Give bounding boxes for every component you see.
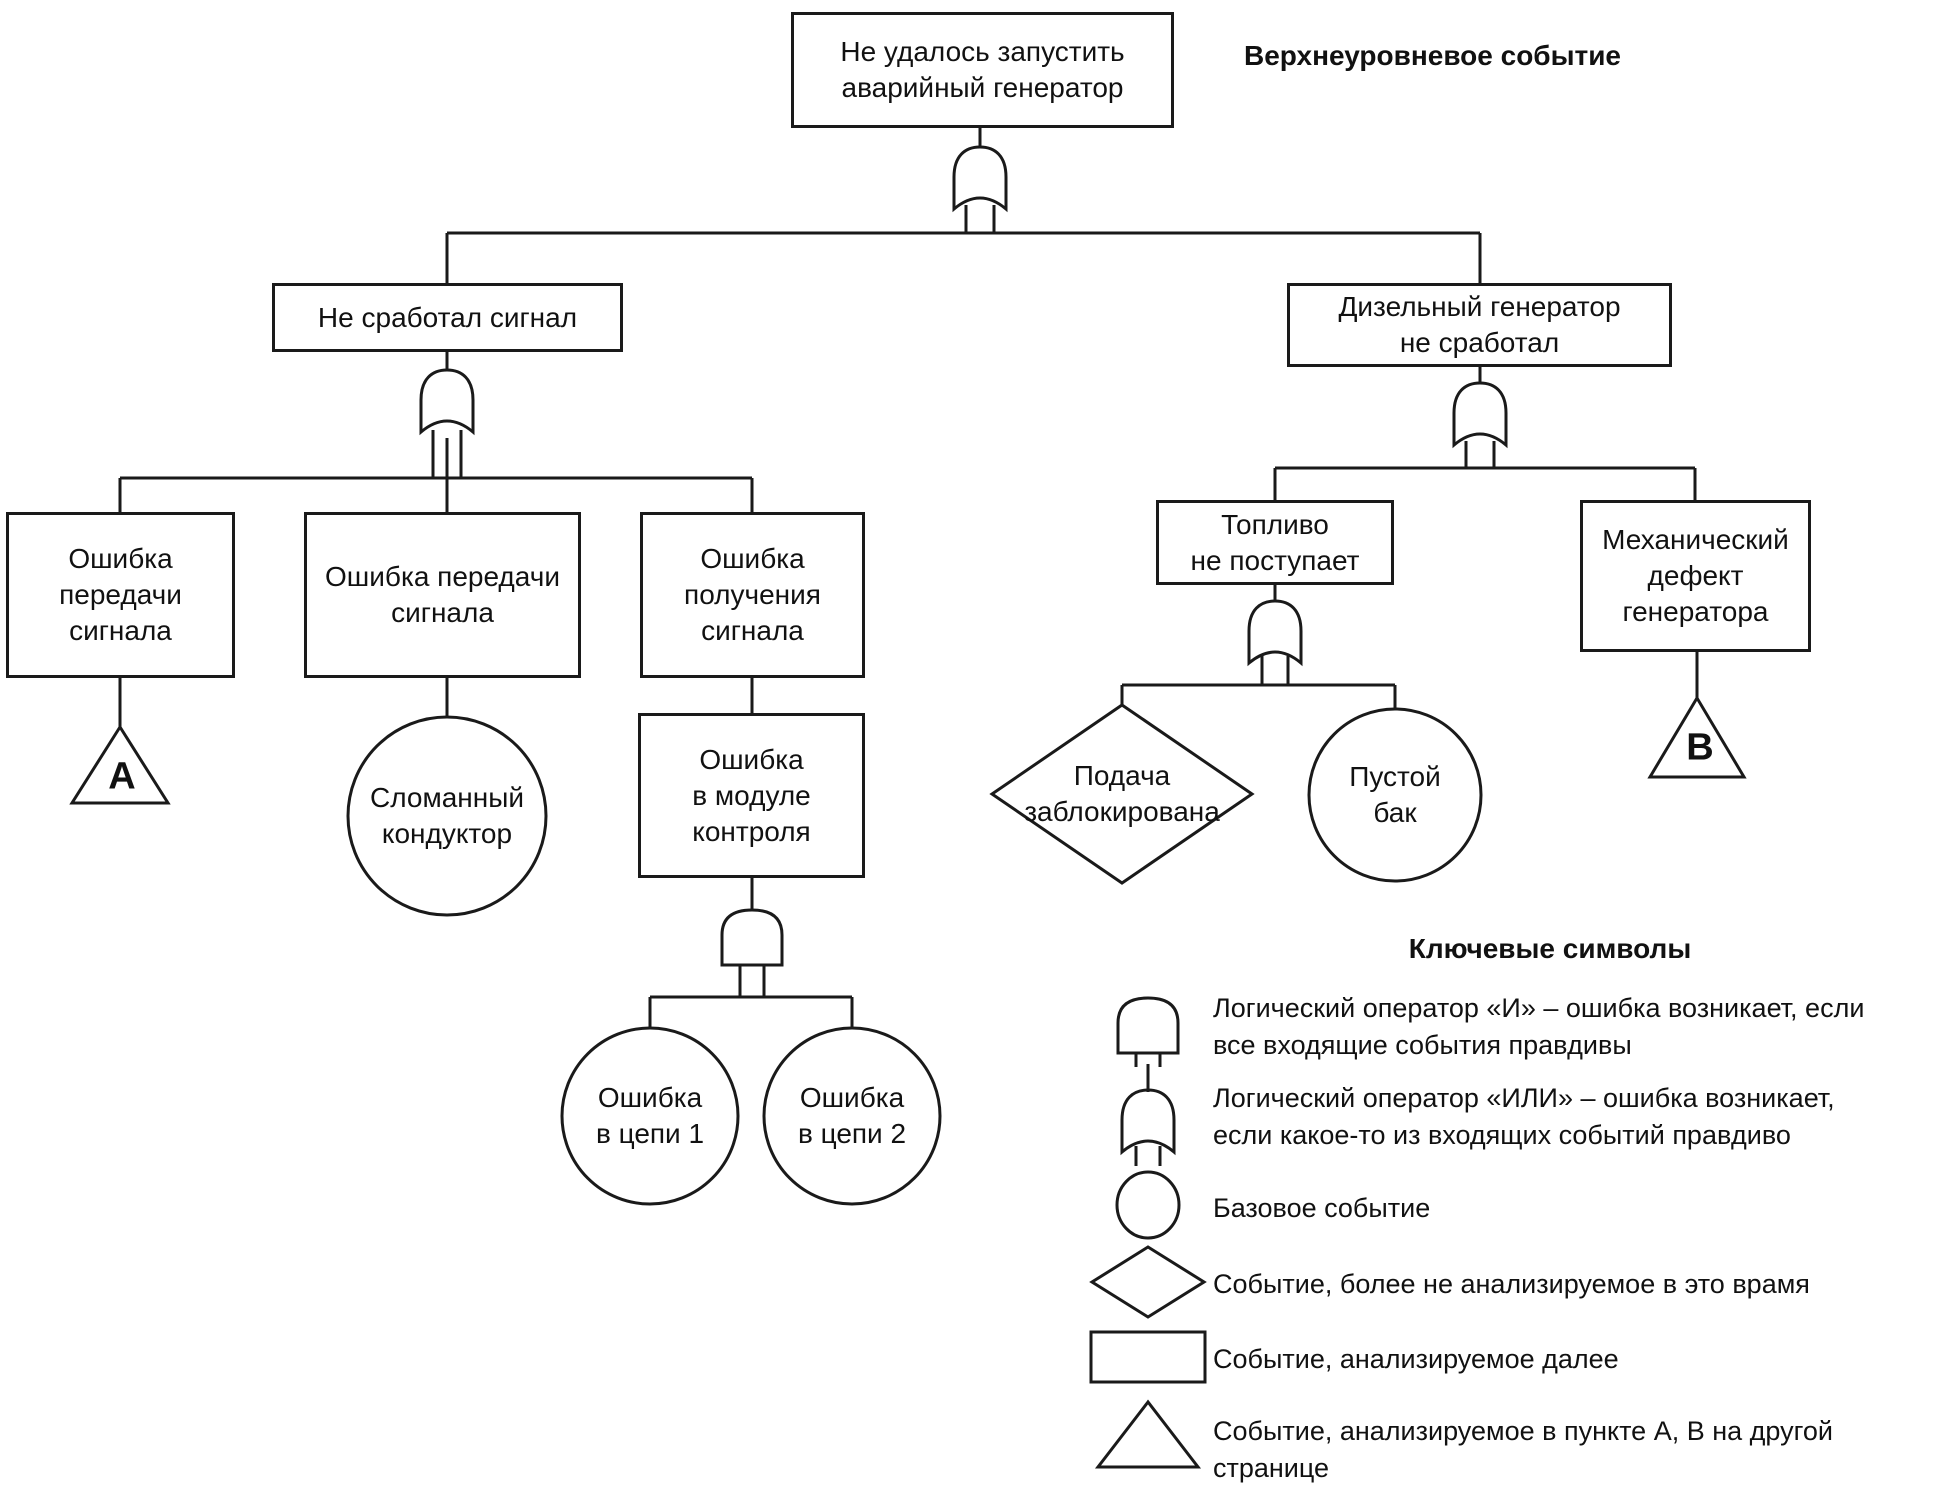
legend-item-and-text: Логический оператор «И» – ошибка возника… bbox=[1213, 993, 1865, 1060]
empty-tank-circle bbox=[1307, 707, 1483, 883]
supply-blocked-label: Подача заблокирована bbox=[1024, 760, 1220, 827]
legend-transfer-triangle bbox=[1094, 1399, 1202, 1469]
broken-conductor-circle bbox=[346, 715, 548, 917]
and-gate-shape bbox=[720, 908, 784, 967]
legend-or-gate-symbol bbox=[1120, 1064, 1176, 1166]
fuel-not-supplied-box: Топливо не поступает bbox=[1156, 500, 1394, 585]
legend-item-undeveloped-event-text: Событие, более не анализируемое в это вр… bbox=[1213, 1269, 1810, 1299]
or-gate-shape bbox=[1247, 599, 1303, 667]
mechanical-defect-box: Механический дефект генератора bbox=[1580, 500, 1811, 652]
signal-transmit-error-box-2: Ошибка передачи сигнала bbox=[304, 512, 581, 678]
circuit-2-label: Ошибка в цепи 2 bbox=[797, 1082, 907, 1149]
signal-fail-box: Не сработал сигнал bbox=[272, 283, 623, 352]
or-gate-shape bbox=[952, 145, 1008, 213]
legend-undeveloped-event-diamond bbox=[1089, 1245, 1207, 1319]
connector-lines bbox=[118, 128, 1699, 1029]
or-gate-shape bbox=[1120, 1088, 1176, 1156]
top-or-gate bbox=[952, 145, 1008, 233]
diesel-or-gate bbox=[1452, 381, 1508, 468]
empty-tank-label: Пустой бак bbox=[1349, 761, 1441, 828]
control-module-and-gate bbox=[720, 908, 784, 997]
control-module-error-box: Ошибка в модуле контроля bbox=[638, 713, 865, 878]
transfer-b-triangle bbox=[1647, 695, 1747, 779]
transfer-b-label: В bbox=[1686, 726, 1714, 769]
circuit-1-label: Ошибка в цепи 1 bbox=[595, 1082, 705, 1149]
signal-receive-error-box: Ошибка получения сигнала bbox=[640, 512, 865, 678]
legend-item-basic-event-text: Базовое событие bbox=[1213, 1193, 1431, 1223]
or-gate-shape bbox=[419, 368, 475, 436]
circuit-2-circle bbox=[762, 1026, 942, 1206]
legend-item-analyzed-event-text: Событие, анализируемое далее bbox=[1213, 1344, 1619, 1374]
legend-item-transfer-event-text: Событие, анализируемое в пункте А, В на … bbox=[1213, 1416, 1833, 1483]
and-gate-shape bbox=[1116, 996, 1180, 1055]
signal-or-gate bbox=[419, 368, 475, 478]
broken-conductor-label: Сломанный кондуктор bbox=[370, 782, 524, 849]
supply-blocked-diamond bbox=[989, 703, 1255, 885]
top-event-annotation: Верхнеуровневое событие bbox=[1244, 40, 1622, 71]
diesel-fail-box: Дизельный генератор не сработал bbox=[1287, 283, 1672, 367]
fuel-or-gate bbox=[1247, 599, 1303, 685]
or-gate-shape bbox=[1452, 381, 1508, 449]
legend-heading: Ключевые символы bbox=[1408, 933, 1692, 964]
transfer-a-triangle bbox=[69, 724, 171, 805]
legend-analyzed-event-rectangle bbox=[1089, 1330, 1207, 1384]
legend-basic-event-circle bbox=[1115, 1170, 1181, 1240]
top-event-box: Не удалось запустить аварийный генератор bbox=[791, 12, 1174, 128]
circuit-1-circle bbox=[560, 1026, 740, 1206]
legend-and-gate-symbol bbox=[1116, 996, 1180, 1067]
signal-transmit-error-box-1: Ошибка передачи сигнала bbox=[6, 512, 235, 678]
transfer-a-label: А bbox=[108, 755, 136, 798]
legend-item-or-text: Логический оператор «ИЛИ» – ошибка возни… bbox=[1213, 1083, 1835, 1150]
